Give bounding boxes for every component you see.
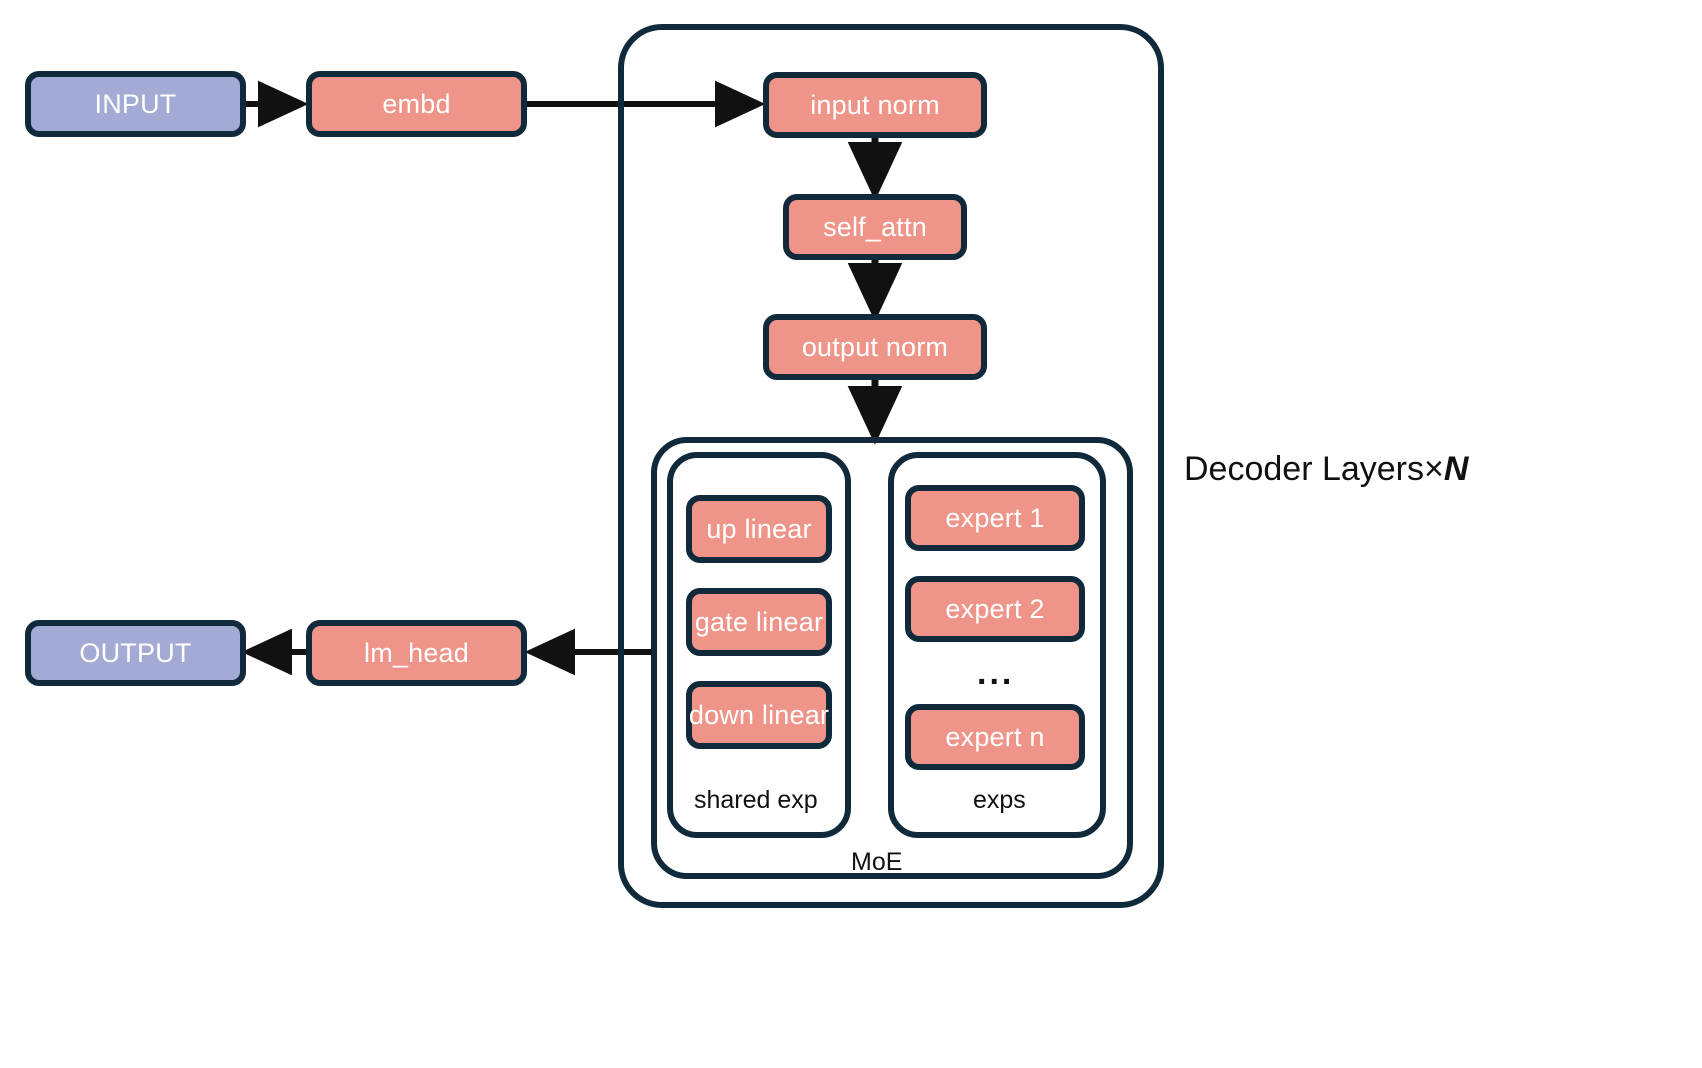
expert-1-node[interactable]: expert 1: [905, 485, 1085, 551]
decoder-layers-label-text: Decoder Layers×: [1184, 450, 1444, 488]
shared-expert-label: shared exp: [694, 786, 818, 814]
input-node[interactable]: INPUT: [25, 71, 246, 137]
down-linear-node[interactable]: down linear: [686, 681, 832, 749]
moe-label: MoE: [851, 848, 903, 876]
experts-label: exps: [973, 786, 1026, 814]
decoder-layers-container: [618, 24, 1164, 908]
self-attn-node[interactable]: self_attn: [783, 194, 967, 260]
decoder-layers-label: Decoder Layers×N: [1184, 452, 1468, 486]
expert-n-node[interactable]: expert n: [905, 704, 1085, 770]
expert-2-node[interactable]: expert 2: [905, 576, 1085, 642]
embd-node[interactable]: embd: [306, 71, 527, 137]
up-linear-node[interactable]: up linear: [686, 495, 832, 563]
lm-head-node[interactable]: lm_head: [306, 620, 527, 686]
output-node[interactable]: OUTPUT: [25, 620, 246, 686]
gate-linear-node[interactable]: gate linear: [686, 588, 832, 656]
experts-ellipsis: ...: [977, 654, 1015, 692]
input-norm-node[interactable]: input norm: [763, 72, 987, 138]
output-norm-node[interactable]: output norm: [763, 314, 987, 380]
decoder-layers-count-n: N: [1443, 450, 1469, 488]
